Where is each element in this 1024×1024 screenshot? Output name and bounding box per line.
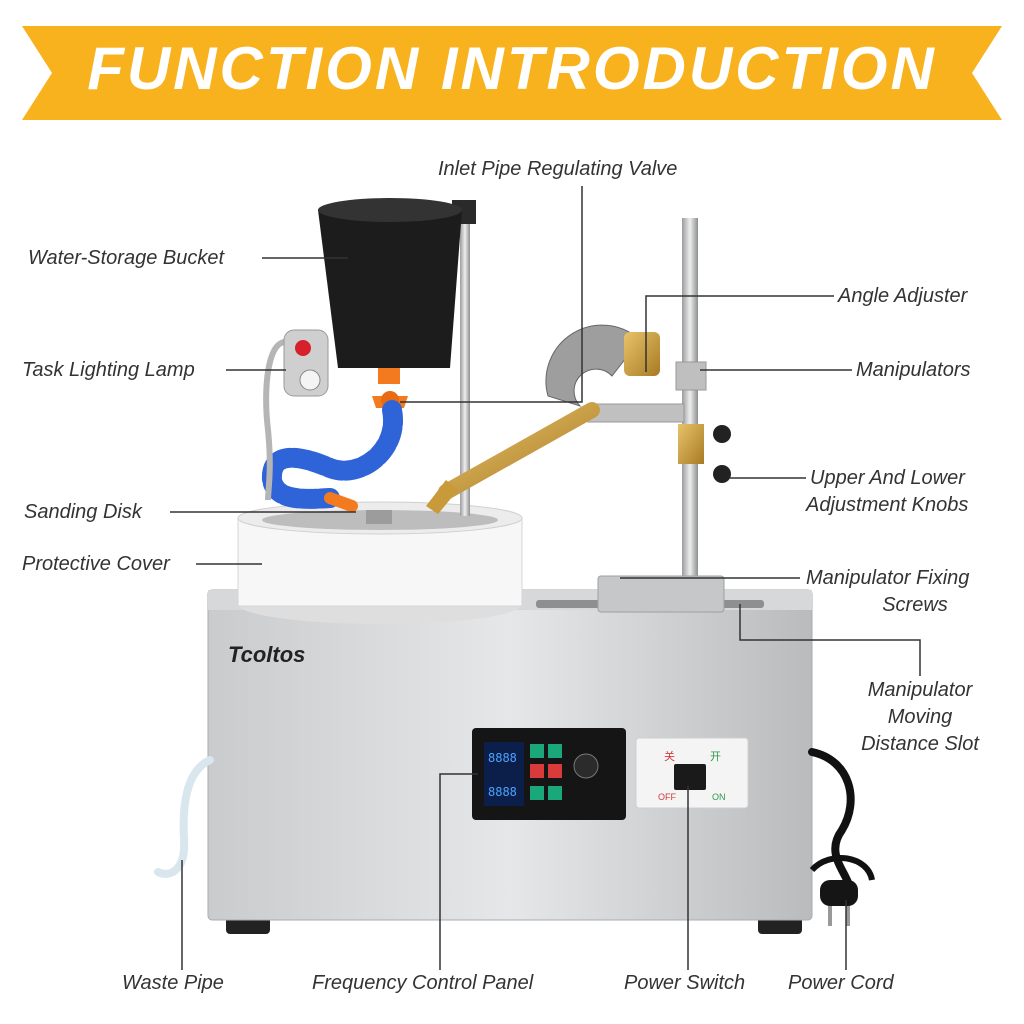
label-waste-pipe: Waste Pipe: [122, 972, 224, 994]
panel-button-5: [530, 786, 544, 800]
label-power-switch: Power Switch: [624, 972, 746, 994]
lamp-gooseneck: [263, 339, 303, 501]
label-knobs-1: Upper And Lower: [810, 467, 965, 489]
panel-button-2: [548, 744, 562, 758]
coolant-pipe: [262, 400, 403, 509]
label-slot-3: Distance Slot: [861, 733, 979, 755]
water-bucket-shape: [318, 210, 462, 368]
switch-label-on: ON: [712, 792, 726, 802]
panel-display-top: 8888: [488, 751, 517, 765]
label-water-bucket: Water-Storage Bucket: [28, 247, 225, 269]
panel-button-1: [530, 744, 544, 758]
label-slot-2: Moving: [887, 706, 953, 728]
label-angle-adjuster: Angle Adjuster: [838, 285, 968, 307]
label-power-cord: Power Cord: [788, 972, 894, 994]
label-fixing-screws-2: Screws: [882, 594, 948, 616]
waste-pipe-shape: [154, 756, 214, 878]
label-knobs-2: Adjustment Knobs: [806, 494, 969, 516]
label-sanding-disk: Sanding Disk: [24, 501, 142, 523]
label-fixing-screws-1: Manipulator Fixing: [806, 567, 970, 589]
panel-button-6: [548, 786, 562, 800]
label-manipulators: Manipulators: [856, 359, 971, 381]
label-task-lamp: Task Lighting Lamp: [22, 359, 195, 381]
banner-title: FUNCTION INTRODUCTION: [87, 35, 937, 102]
panel-button-4: [548, 764, 562, 778]
power-toggle: [674, 764, 706, 790]
switch-label-off-cn: 关: [664, 749, 675, 763]
manipulator-base: [597, 575, 725, 613]
switch-label-off: OFF: [658, 792, 676, 802]
panel-button-3: [530, 764, 544, 778]
panel-knob: [573, 753, 599, 779]
switch-label-on-cn: 开: [710, 750, 721, 763]
panel-display-bottom: 8888: [488, 785, 517, 799]
sanding-disk-hub: [366, 510, 392, 524]
power-cord-shape: [808, 748, 855, 904]
brand-logo: Tcoltos: [228, 642, 305, 667]
title-banner: [22, 26, 1002, 120]
power-plug: [820, 880, 858, 906]
label-control-panel: Frequency Control Panel: [312, 972, 534, 994]
brass-spindle: [438, 402, 600, 500]
label-protective-cover: Protective Cover: [22, 553, 170, 575]
label-inlet-valve: Inlet Pipe Regulating Valve: [438, 158, 678, 180]
label-slot-1: Manipulator: [867, 679, 973, 701]
manipulator-rod: [682, 218, 698, 588]
